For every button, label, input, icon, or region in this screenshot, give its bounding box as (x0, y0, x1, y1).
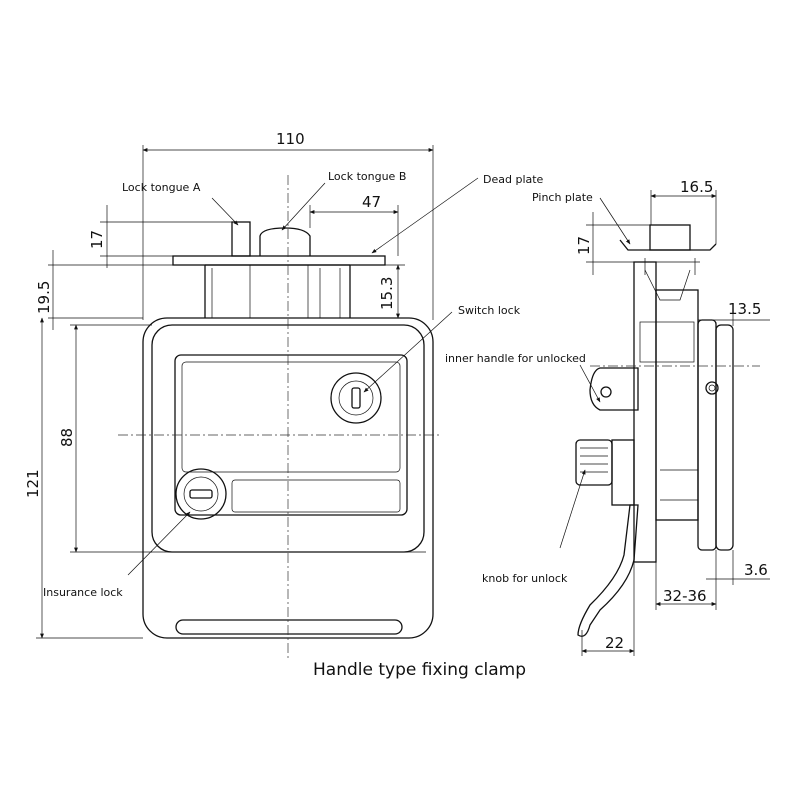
switch-lock-shape (330, 372, 382, 424)
label-insurance-lock: Insurance lock (43, 586, 123, 599)
label-lock-tongue-a: Lock tongue A (122, 181, 201, 194)
side-dimensions (581, 190, 770, 656)
front-dimensions (36, 145, 434, 639)
dim-22: 22 (605, 634, 624, 652)
handle-grip (175, 619, 403, 635)
side-flange (697, 319, 717, 551)
knob-shape (575, 439, 613, 486)
lever-shape (577, 504, 639, 637)
dim-15-3: 15.3 (378, 277, 396, 310)
label-pinch-plate: Pinch plate (532, 191, 593, 204)
side-view (575, 224, 734, 637)
inner-handle-shape (589, 367, 639, 411)
front-view (118, 175, 440, 660)
dead-plate-shape (172, 255, 386, 266)
dim-32-36: 32-36 (663, 587, 707, 605)
label-knob-unlock: knob for unlock (482, 572, 568, 585)
front-leaders (127, 177, 479, 576)
insurance-lock-shape (175, 468, 227, 520)
label-inner-handle: inner handle for unlocked (445, 352, 586, 365)
lock-body-top (204, 264, 351, 318)
label-switch-lock: Switch lock (458, 304, 521, 317)
dim-13-5: 13.5 (728, 300, 761, 318)
dim-3-6: 3.6 (744, 561, 768, 579)
dim-121: 121 (24, 469, 42, 498)
label-dead-plate: Dead plate (483, 173, 544, 186)
dim-19-5: 19.5 (35, 281, 53, 314)
side-leaders (559, 197, 631, 549)
dim-17-side: 17 (575, 236, 593, 255)
diagram-title: Handle type fixing clamp (313, 660, 526, 680)
dim-88: 88 (58, 428, 76, 447)
pinch-plate-shape (619, 239, 717, 251)
dim-110: 110 (276, 130, 305, 148)
label-lock-tongue-b: Lock tongue B (328, 170, 406, 183)
lock-tongue-a-shape (231, 221, 251, 257)
dim-17-front: 17 (88, 230, 106, 249)
dim-47: 47 (362, 193, 381, 211)
dim-16-5: 16.5 (680, 178, 713, 196)
lock-tongue-b-shape (259, 227, 311, 256)
